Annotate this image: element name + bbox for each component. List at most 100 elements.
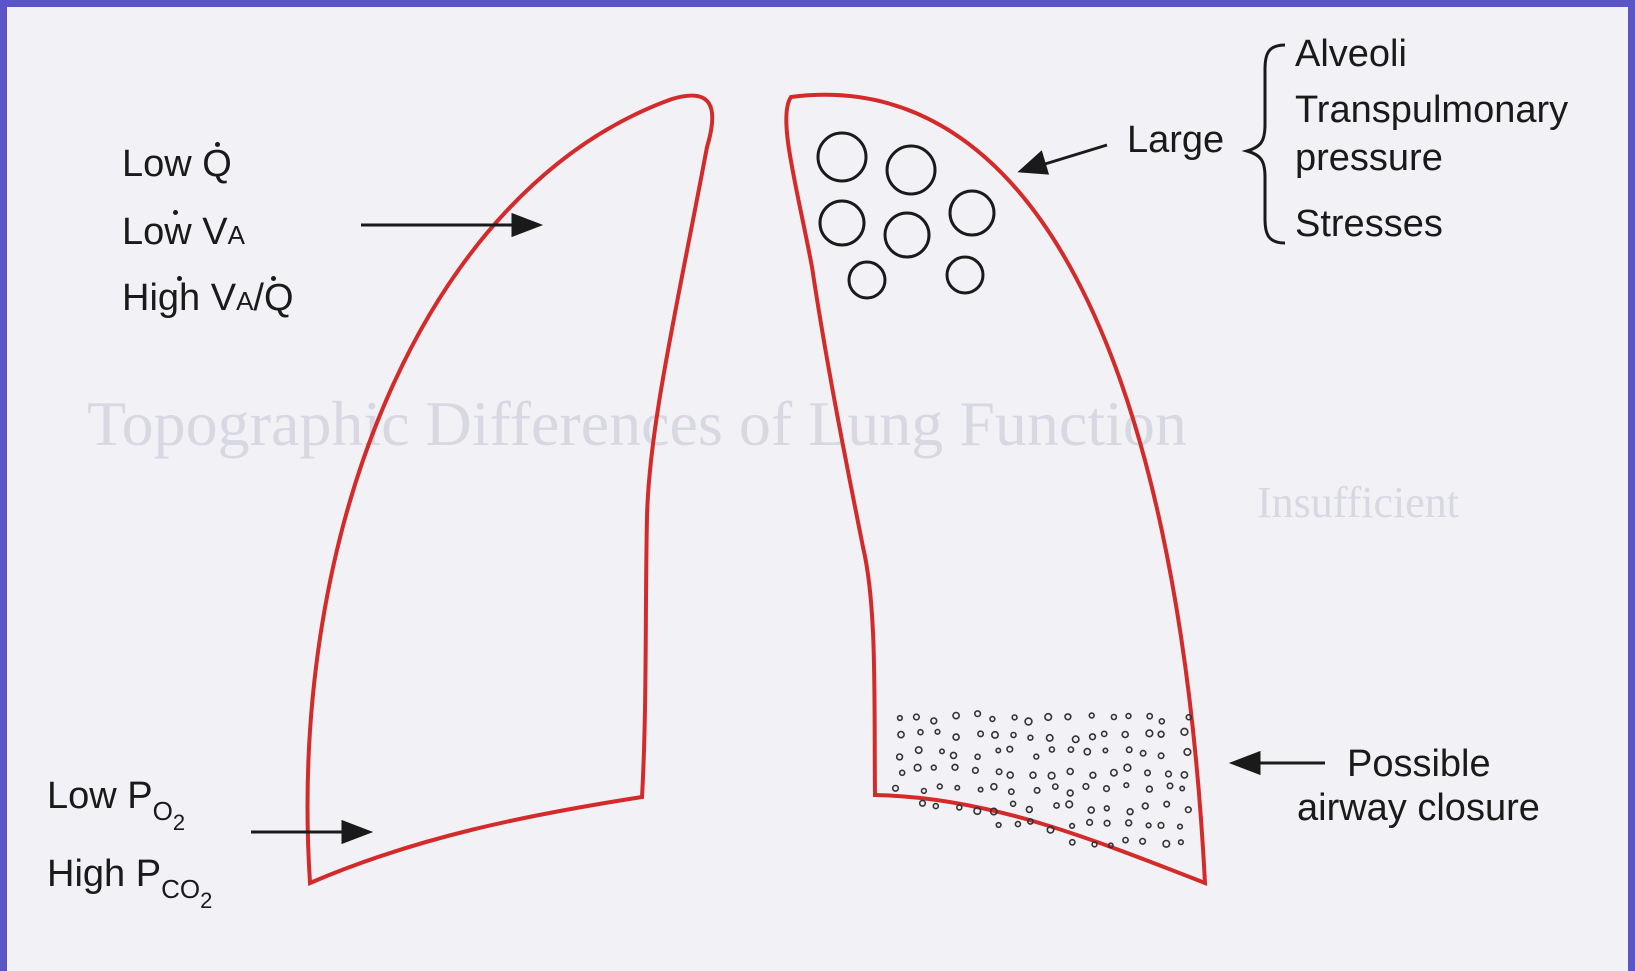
right-lung-outline: [308, 96, 713, 883]
stipple-dot: [1089, 713, 1094, 718]
stipple-dot: [1048, 772, 1055, 779]
stipple-dot: [1087, 820, 1093, 826]
high-pco2-label: High PCO2: [47, 855, 212, 912]
stipple-dot: [991, 784, 997, 790]
stipple-dot: [897, 754, 903, 760]
alveolus-circle: [947, 257, 983, 293]
stipple-dot: [1067, 790, 1073, 796]
stipple-dot: [1166, 771, 1172, 777]
stipple-dot: [898, 716, 903, 721]
alveolus-circle: [818, 133, 866, 181]
stipple-dot: [1127, 809, 1133, 815]
stipple-dot: [1009, 789, 1014, 794]
stipple-dot: [898, 732, 904, 738]
vaq-subscript: A: [236, 286, 253, 316]
arrow-large: [1021, 145, 1107, 173]
q-dot-letter: Q: [202, 145, 232, 183]
stipple-dot: [900, 770, 905, 775]
stipple-dot: [1012, 715, 1017, 720]
stipple-dot: [953, 713, 959, 719]
stipple-dot: [1179, 840, 1184, 845]
stipple-dot: [1090, 734, 1096, 740]
stipple-dot: [1158, 753, 1163, 758]
stipple-dot: [1181, 728, 1188, 735]
stipple-dot: [1007, 772, 1013, 778]
stipple-dot: [1164, 801, 1169, 806]
stresses-label: Stresses: [1295, 205, 1443, 243]
alveoli-label: Alveoli: [1295, 35, 1407, 73]
stipple-dot: [914, 714, 920, 720]
stipple-dot: [1122, 732, 1128, 738]
stipple-dot: [996, 748, 1000, 752]
alveolus-circle: [820, 201, 864, 245]
po2-subscript-2: 2: [173, 810, 185, 835]
alveolus-circle: [887, 146, 935, 194]
stipple-dot: [916, 747, 922, 753]
transpulmonary-label: Transpulmonary: [1295, 91, 1568, 129]
stipple-dot: [1011, 733, 1016, 738]
stipple-dot: [940, 749, 944, 753]
stipple-dot: [922, 789, 927, 794]
stipple-dot: [973, 768, 979, 774]
low-va-label: Low VA: [122, 213, 245, 251]
stipple-dot: [1047, 735, 1053, 741]
stipple-dot: [1163, 841, 1170, 848]
stipple-dot: [996, 769, 1001, 774]
stipple-dot: [1181, 772, 1187, 778]
stipple-dot: [992, 732, 998, 738]
stipple-dot: [1147, 786, 1153, 792]
stipple-dot: [1007, 746, 1013, 752]
stipple-dot: [978, 787, 982, 791]
high-vaq-prefix: High V: [122, 279, 236, 317]
diagram-frame: Topographic Differences of Lung Function…: [7, 7, 1628, 971]
stipple-dot: [1104, 806, 1109, 811]
stipple-dot: [937, 784, 942, 789]
high-vaq-label: High VA /Q: [122, 279, 294, 317]
stipple-dot: [918, 730, 923, 735]
stipple-dot: [1070, 824, 1075, 829]
stipple-dot: [1111, 715, 1116, 720]
stipple-dot: [1070, 840, 1075, 845]
pco2-subscript: CO: [161, 874, 200, 904]
stipple-dot: [931, 765, 936, 770]
stipple-dot: [1067, 769, 1073, 775]
low-po2-prefix: Low P: [47, 775, 153, 817]
large-alveoli: [818, 133, 994, 298]
stipple-dot: [933, 804, 938, 809]
stipple-dot: [957, 805, 962, 810]
va-subscript: A: [228, 220, 245, 250]
low-po2-label: Low PO2: [47, 777, 185, 834]
stipple-dot: [1124, 783, 1129, 788]
stipple-dot: [1167, 783, 1172, 788]
stipple-dot: [952, 764, 958, 770]
vaq-suffix: /Q: [253, 279, 293, 317]
stipple-dot: [1124, 764, 1131, 771]
stipple-dot: [1103, 748, 1107, 752]
stipple-dot: [955, 786, 959, 790]
stipple-dot: [1028, 735, 1033, 740]
stipple-dot: [1158, 823, 1164, 829]
stipple-dot: [1142, 803, 1148, 809]
stipple-dot: [1145, 770, 1150, 775]
stipple-dot: [1034, 788, 1039, 793]
low-va-prefix: Low V: [122, 213, 228, 251]
low-q-text: Low Q: [122, 143, 232, 185]
stipple-dot: [1104, 786, 1110, 792]
stipple-dot: [1053, 784, 1058, 789]
arrow-airway-closure: [1233, 753, 1325, 773]
stipple-dot: [1140, 839, 1146, 845]
stipple-dot: [975, 754, 980, 759]
stipple-dot: [990, 717, 995, 722]
stipple-dot: [1186, 715, 1191, 720]
stipple-dot: [893, 786, 899, 792]
stipple-dot: [931, 718, 937, 724]
stipple-dot: [1026, 807, 1032, 813]
stipple-dot: [1184, 749, 1191, 756]
large-label: Large: [1127, 121, 1224, 159]
stipple-dot: [1092, 842, 1097, 847]
stipple-dot: [1146, 823, 1151, 828]
stipple-dot: [1140, 751, 1145, 756]
stipple-dot: [951, 752, 957, 758]
stipple-dot: [1088, 807, 1094, 813]
stipple-dot: [1084, 749, 1090, 755]
